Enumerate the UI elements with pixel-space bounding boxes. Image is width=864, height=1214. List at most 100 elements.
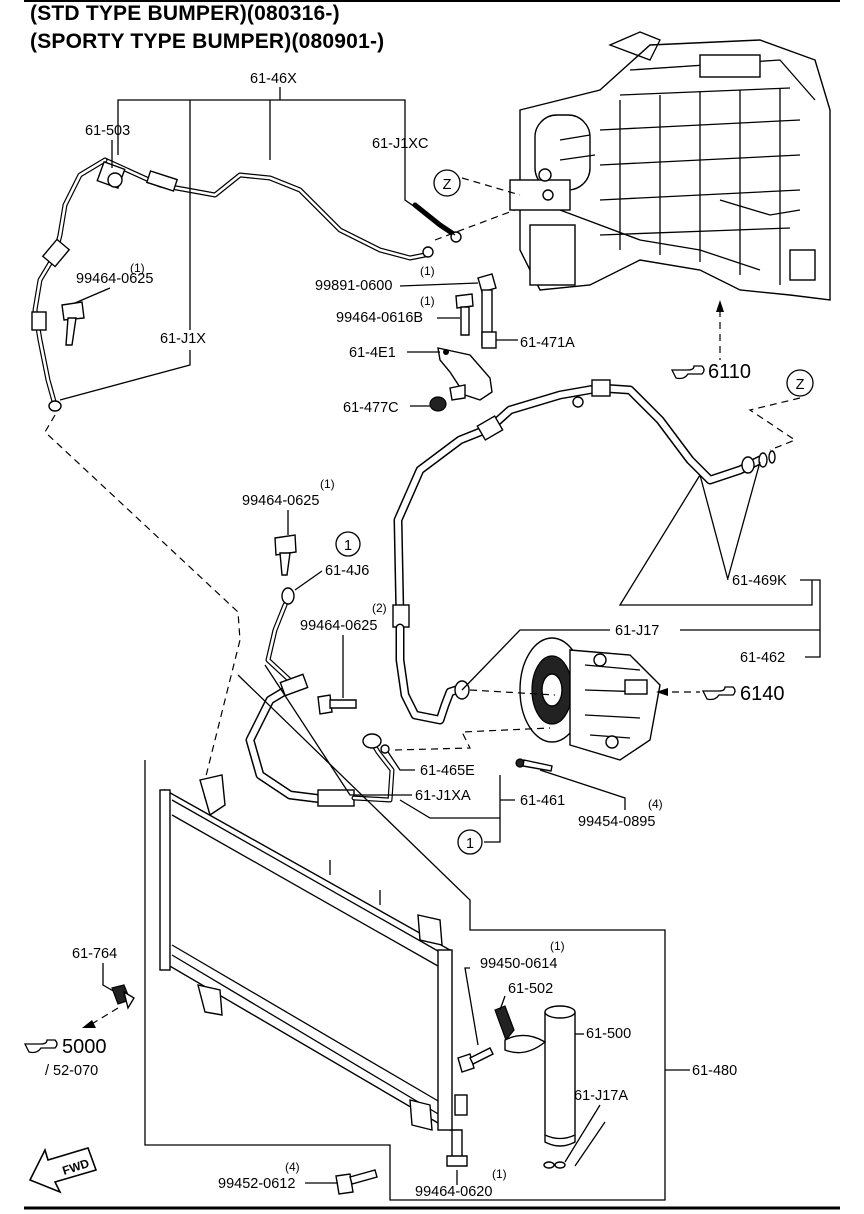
label-61-480: 61-480 <box>692 1063 737 1079</box>
qty-99450-0614: (1) <box>550 939 565 953</box>
pointing-hand-icon <box>670 365 705 380</box>
leader-99450-0614 <box>464 967 479 1046</box>
label-61-462: 61-462 <box>740 650 785 666</box>
grommet-61-477C <box>429 384 466 412</box>
label-99464-0625-c: 99464-0625 <box>300 618 377 634</box>
label-61-4E1: 61-4E1 <box>349 345 396 361</box>
label-61-J1X: 61-J1X <box>160 331 206 347</box>
hvac-unit-illustration <box>509 31 831 301</box>
label-61-764: 61-764 <box>72 946 117 962</box>
z-marker-right-text: Z <box>796 377 805 393</box>
bolt-99464-0620 <box>446 1129 468 1167</box>
circle-1-top: 1 <box>335 531 361 557</box>
header-line-2: (SPORTY TYPE BUMPER)(080901-) <box>30 30 385 53</box>
fwd-arrow-icon: FWD <box>28 1147 98 1194</box>
bolt-99454-0895 <box>515 758 553 772</box>
label-99464-0625-a: 99464-0625 <box>76 271 153 287</box>
z-marker-right: Z <box>748 369 814 451</box>
pointing-hand-icon <box>701 686 736 701</box>
ref-6140-arrow-head <box>656 688 668 696</box>
leader-61-46X <box>117 87 456 236</box>
bolt-99464-0616B <box>455 293 474 336</box>
leader-61-469K <box>618 461 813 606</box>
leader-61-461 <box>399 775 515 843</box>
qty-99464-0625-a: (1) <box>130 261 145 275</box>
nut-99891-0600 <box>477 273 497 346</box>
bolt-99450-0614 <box>457 1047 494 1073</box>
label-61-500: 61-500 <box>586 1026 631 1042</box>
qty-99452-0612: (4) <box>285 1160 300 1174</box>
pipe-61-46X <box>31 157 428 412</box>
label-99464-0616B: 99464-0616B <box>336 310 423 326</box>
bracket-61-4E1 <box>437 347 493 401</box>
compressor-illustration <box>519 637 661 761</box>
label-61-4J6: 61-4J6 <box>325 563 369 579</box>
ref-6110-arrow-head <box>716 300 724 312</box>
leader-61-465E <box>387 751 415 771</box>
z-marker-top-text: Z <box>443 177 452 193</box>
ref-6110: 6110 <box>708 361 751 383</box>
label-99452-0612: 99452-0612 <box>218 1176 295 1192</box>
receiver-drier-61-500 <box>543 1005 576 1169</box>
qty-99464-0625-b: (1) <box>320 477 335 491</box>
label-61-J1XC: 61-J1XC <box>372 136 428 152</box>
label-61-461: 61-461 <box>520 793 565 809</box>
leader-99454-0895 <box>539 769 626 810</box>
label-61-502: 61-502 <box>508 981 553 997</box>
leader-61-4J6 <box>294 570 323 591</box>
label-61-471A: 61-471A <box>520 335 575 351</box>
circle-1-bottom: 1 <box>457 829 483 855</box>
bracket-61-502 <box>494 1005 547 1054</box>
label-61-477C: 61-477C <box>343 400 399 416</box>
leader-99891-0600 <box>399 282 479 287</box>
header-line-1: (STD TYPE BUMPER)(080316-) <box>30 2 340 25</box>
leader-61-462 <box>800 579 821 658</box>
leader-61-J1XA <box>264 664 412 796</box>
ref-5000-arrow-head <box>82 1020 96 1028</box>
ref-6140: 6140 <box>740 683 785 705</box>
ref-5000-arrow-line <box>89 1007 119 1026</box>
oring-61-4J6 <box>281 587 295 605</box>
connector-61-J1XC <box>412 202 462 258</box>
label-61-469K: 61-469K <box>732 573 787 589</box>
label-99454-0895: 99454-0895 <box>578 814 655 830</box>
label-61-J17A: 61-J17A <box>574 1088 628 1104</box>
leader-61-J17 <box>461 629 820 691</box>
qty-99464-0620: (1) <box>492 1167 507 1181</box>
ref-5000-sub: / 52-070 <box>45 1063 98 1079</box>
pipe-connect-dash <box>44 414 241 800</box>
leader-99464-0625-a <box>74 287 111 304</box>
leader-61-764 <box>102 963 116 993</box>
label-61-503: 61-503 <box>85 123 130 139</box>
label-61-46X: 61-46X <box>250 71 297 87</box>
bolt-99452-0612 <box>335 1169 378 1195</box>
label-99891-0600: 99891-0600 <box>315 278 392 294</box>
bolt-99464-0625-b <box>274 534 297 576</box>
label-61-J17: 61-J17 <box>615 623 659 639</box>
leader-61-502 <box>499 995 506 1011</box>
leader-61-J1X <box>59 195 191 401</box>
condenser-group-box <box>144 674 666 1201</box>
qty-99464-0625-c: (2) <box>372 601 387 615</box>
leader-61-J17A <box>564 1104 606 1167</box>
label-99450-0614: 99450-0614 <box>480 956 557 972</box>
label-99464-0620: 99464-0620 <box>415 1184 492 1200</box>
bolt-99464-0625-c <box>317 694 357 715</box>
label-61-J1XA: 61-J1XA <box>415 788 471 804</box>
bracket-61-764 <box>111 984 135 1010</box>
label-99464-0625-b: 99464-0625 <box>242 493 319 509</box>
circle-1-bottom-text: 1 <box>466 836 474 852</box>
bolt-99464-0625-top <box>61 301 85 346</box>
condenser-61-480 <box>159 774 468 1132</box>
compressor-connection-dash <box>394 689 556 751</box>
label-61-465E: 61-465E <box>420 763 475 779</box>
qty-99891-0600: (1) <box>420 264 435 278</box>
qty-99464-0616B: (1) <box>420 294 435 308</box>
qty-99454-0895: (4) <box>648 797 663 811</box>
pointing-hand-icon <box>23 1039 58 1054</box>
hose-61-J1XA <box>245 602 395 807</box>
circle-1-top-text: 1 <box>344 538 352 554</box>
clip-61-471A <box>481 331 497 349</box>
z-marker-top: Z <box>433 169 521 241</box>
